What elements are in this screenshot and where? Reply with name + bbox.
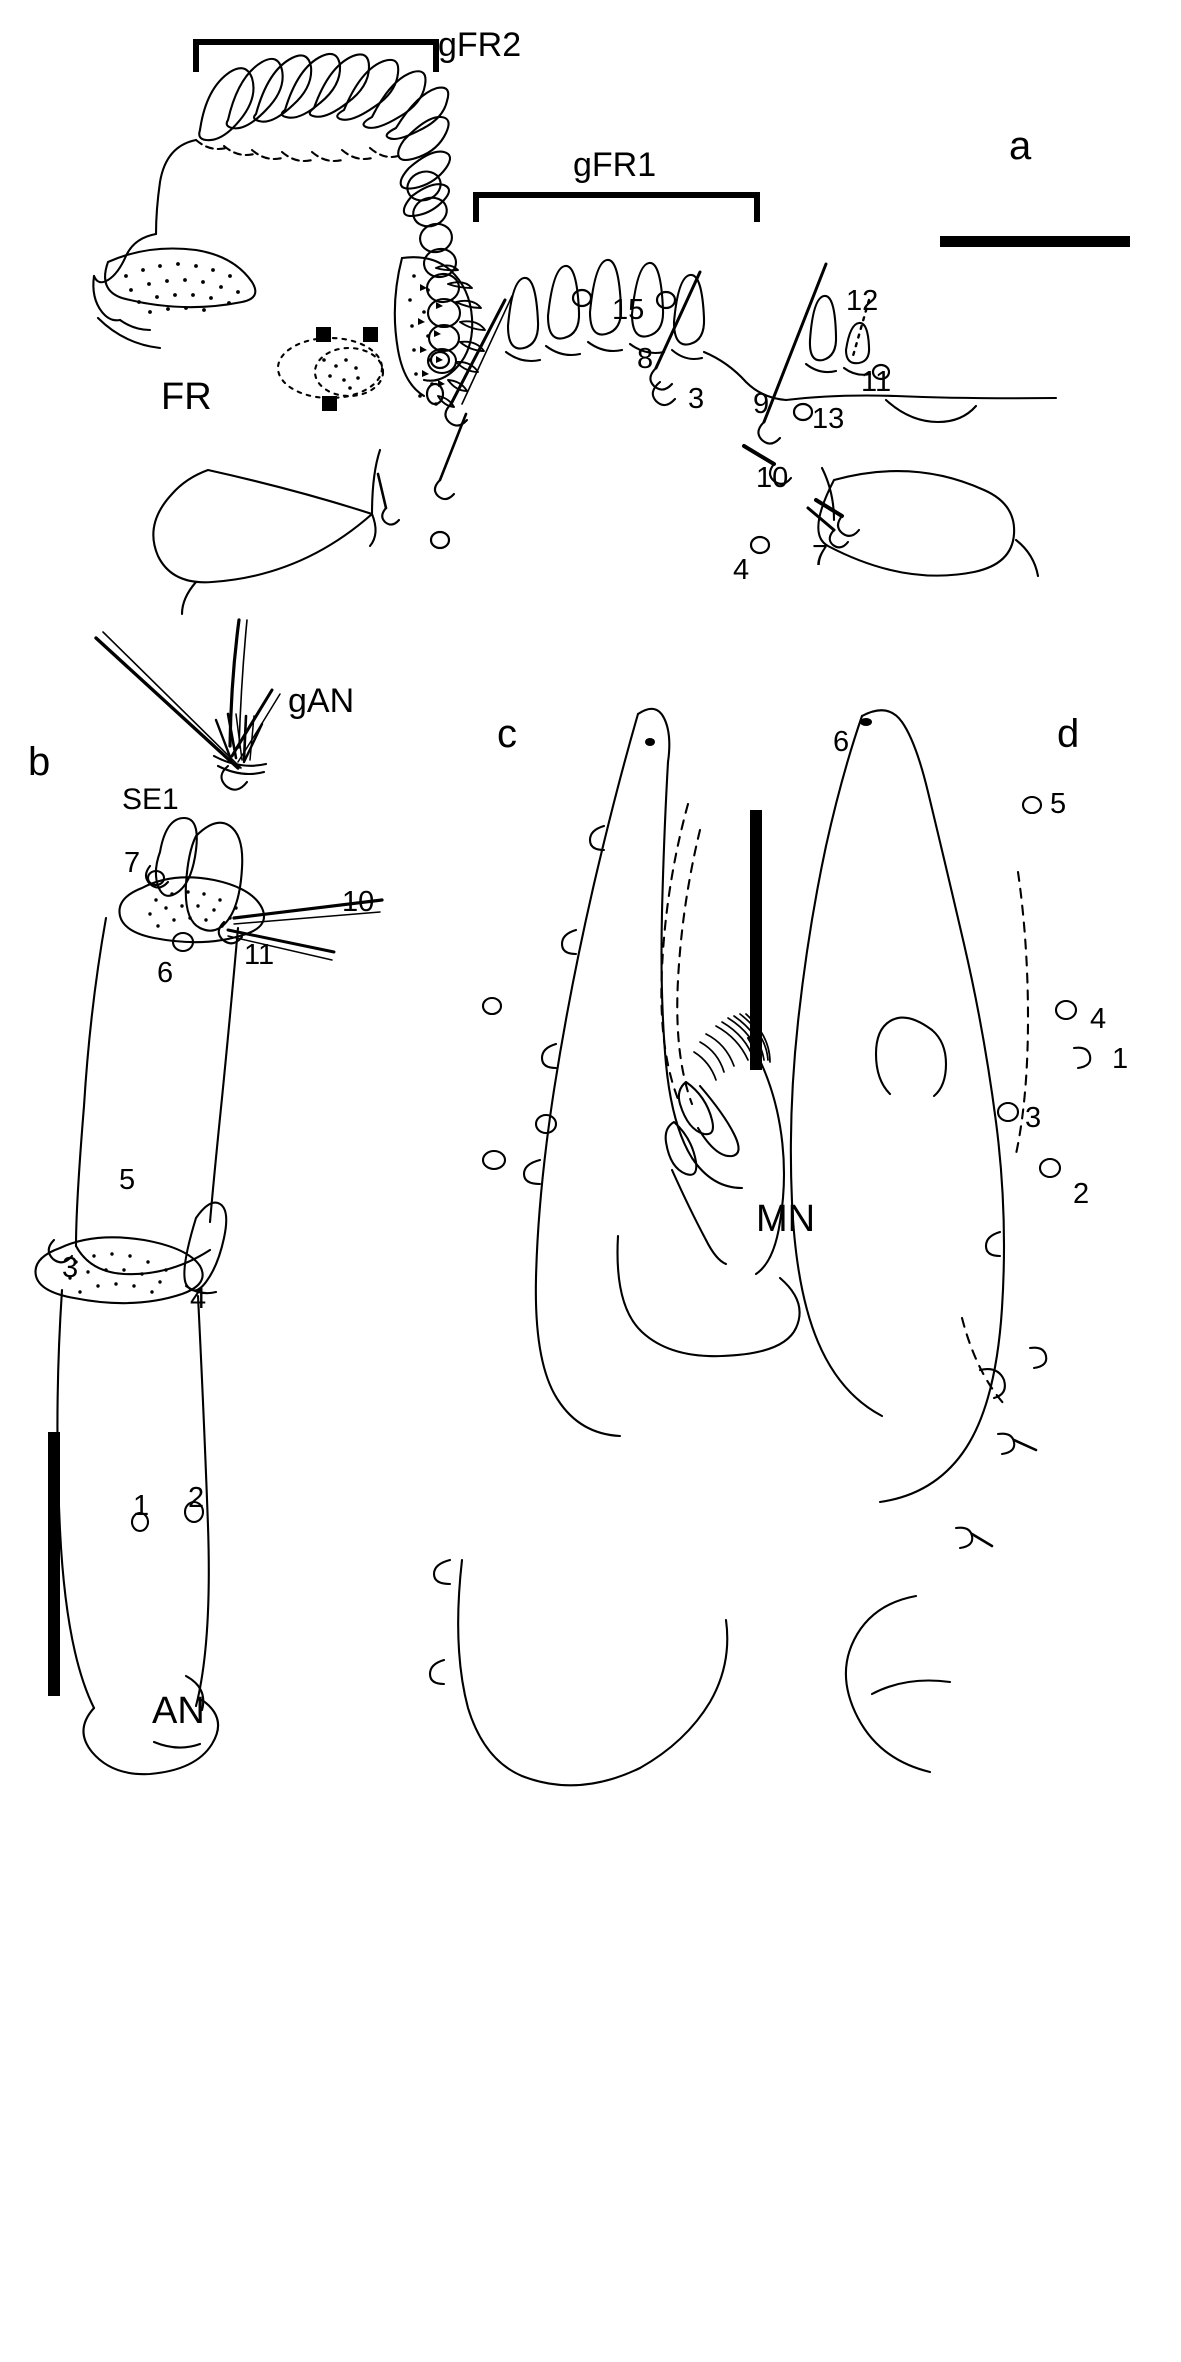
panel-c-letter: c <box>497 712 517 756</box>
scale-bar-a <box>940 236 1130 247</box>
a-num-7: 7 <box>812 540 829 572</box>
se1-label: SE1 <box>122 783 179 816</box>
c-lower-left-margin <box>457 1558 642 1787</box>
gfr2-group-label: gFR2 <box>438 26 522 64</box>
b-lower-joint-collar <box>34 1201 228 1305</box>
b-num-1: 1 <box>133 1490 150 1522</box>
d-basal-outline <box>844 1594 932 1774</box>
an-structure-label: AN <box>152 1690 205 1732</box>
c-pores <box>481 738 655 1171</box>
d-num-1: 1 <box>1112 1043 1129 1075</box>
a-num-13: 13 <box>812 403 845 435</box>
d-num-6: 6 <box>833 726 850 758</box>
a-num-12: 12 <box>846 285 879 317</box>
a-num-9: 9 <box>753 388 770 420</box>
d-num-4: 4 <box>1090 1003 1107 1035</box>
a-setae <box>433 262 871 537</box>
d-num-3: 3 <box>1025 1102 1042 1134</box>
collar-stipple-upper <box>148 890 238 928</box>
scale-bar-b <box>48 1432 60 1696</box>
a-num-8: 8 <box>637 343 654 375</box>
c-molar-margin <box>746 1036 786 1276</box>
a-num-10: 10 <box>756 462 789 494</box>
b-basal-notch <box>152 1740 202 1749</box>
b-sensilla-1-2 <box>130 1500 205 1533</box>
gfr1-group-label: gFR1 <box>573 146 657 184</box>
b-apical-segment <box>184 821 244 932</box>
gfr2-mid-teeth <box>397 115 452 218</box>
c-basal-outline <box>616 1234 801 1358</box>
panel-b-letter: b <box>28 740 51 784</box>
d-mid-spine <box>978 1368 1006 1400</box>
panel-a-artwork <box>92 52 1058 616</box>
b-num-11: 11 <box>244 939 275 971</box>
d-left-margin <box>789 714 884 1418</box>
c-marginal-sockets <box>428 824 606 1686</box>
mn-structure-label: MN <box>756 1198 816 1240</box>
d-num-5: 5 <box>1050 788 1067 820</box>
c-lower-right-margin <box>638 1618 729 1770</box>
a-campaniform-sensilla <box>425 288 891 555</box>
d-incisor-tooth <box>874 1016 948 1098</box>
gfr2-lamellae <box>194 52 450 163</box>
c-internal-ridge <box>660 802 702 1106</box>
gan-setae-fan <box>94 618 281 791</box>
b-sensillum-6-pore <box>171 931 195 953</box>
b-num-7: 7 <box>124 847 141 879</box>
bracket-gfr2 <box>193 39 439 72</box>
d-num-2: 2 <box>1073 1178 1090 1210</box>
gfr2-bead-chain <box>406 170 462 375</box>
pad-spines <box>435 264 486 408</box>
b-sensilla-10-11 <box>217 898 384 961</box>
fr-square-markers <box>316 327 378 411</box>
a-lobe-setae <box>376 472 850 549</box>
b-num-3: 3 <box>62 1252 79 1284</box>
a-lateral-lobes <box>152 448 1040 616</box>
panel-c-artwork <box>428 707 801 1787</box>
a-num-15: 15 <box>612 294 645 326</box>
b-num-4: 4 <box>190 1283 207 1315</box>
b-num-5: 5 <box>119 1164 136 1196</box>
b-sensillum-7 <box>144 864 170 889</box>
panel-a-letter: a <box>1009 124 1032 168</box>
gfr1-solitary-tooth <box>804 294 872 376</box>
d-outer-margin <box>860 709 1006 1504</box>
panel-d-letter: d <box>1057 712 1080 756</box>
stipple-dots-left <box>124 262 240 314</box>
b-main-segment <box>74 916 240 1276</box>
b-num-10: 10 <box>342 886 375 918</box>
fr-plate-outline <box>92 138 198 332</box>
scale-bar-c <box>750 810 762 1070</box>
a-num-11: 11 <box>861 366 892 398</box>
d-basal-notch <box>870 1679 952 1696</box>
c-inner-teeth <box>664 1080 740 1266</box>
fr-stippled-lobe <box>96 247 257 350</box>
d-marginal-sockets <box>954 1046 1092 1550</box>
panel-d-artwork <box>789 709 1092 1774</box>
gfr1-conical-teeth <box>504 258 706 363</box>
bracket-gfr1 <box>473 192 760 222</box>
gan-group-label: gAN <box>288 682 355 720</box>
a-num-3: 3 <box>688 383 705 415</box>
b-num-6: 6 <box>157 957 174 989</box>
fr-structure-label: FR <box>161 376 212 418</box>
d-pores <box>860 718 1078 1179</box>
b-num-2: 2 <box>188 1482 205 1514</box>
c-apex <box>636 707 671 764</box>
a-num-4: 4 <box>733 554 750 586</box>
collar-stipple-lower <box>68 1252 168 1294</box>
